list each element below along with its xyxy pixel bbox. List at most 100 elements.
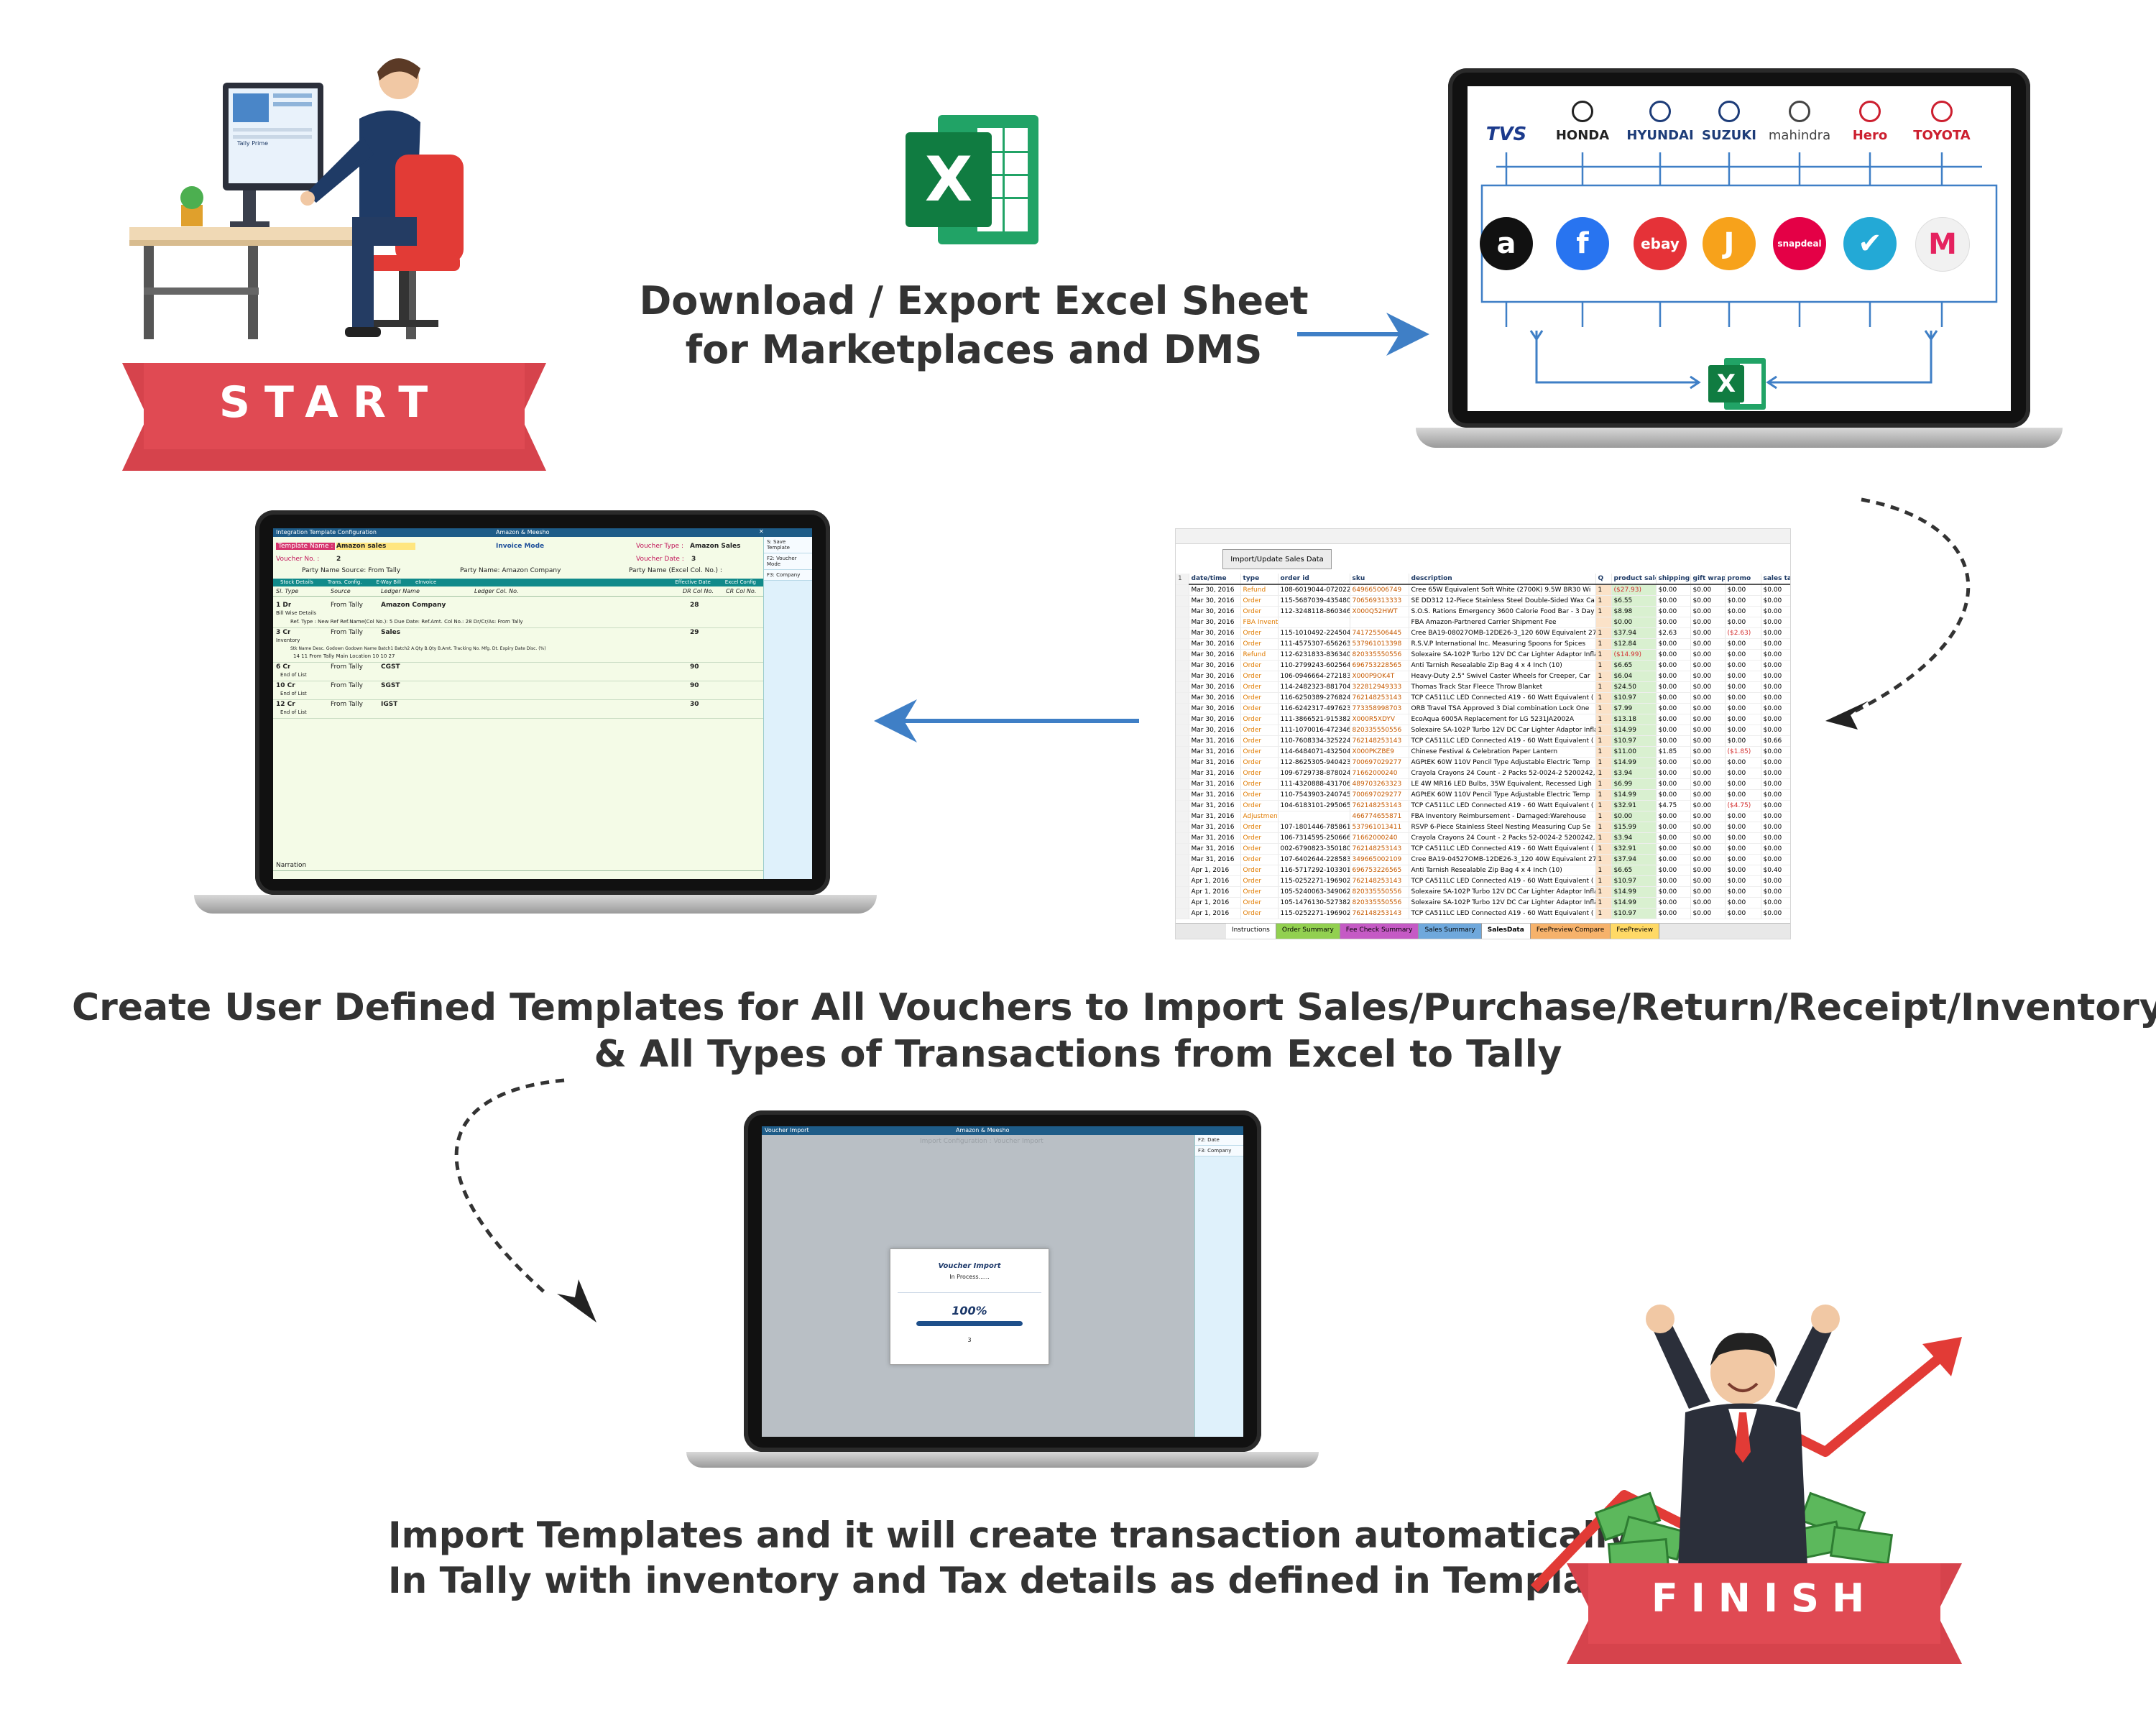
table-cell[interactable]: Refund <box>1240 584 1279 596</box>
table-cell[interactable]: Order <box>1240 832 1279 844</box>
table-cell[interactable]: Apr 1, 2016 <box>1189 875 1241 887</box>
table-cell[interactable]: Order <box>1240 606 1279 617</box>
sheet-tab[interactable]: Instructions <box>1226 924 1276 939</box>
table-cell[interactable]: 110-7608334-3252248 <box>1278 735 1350 747</box>
table-cell[interactable]: Refund <box>1240 649 1279 661</box>
table-cell[interactable]: Order <box>1240 875 1279 887</box>
table-cell[interactable]: Order <box>1240 897 1279 908</box>
table-cell[interactable]: 106-7314595-2506666 <box>1278 832 1350 844</box>
table-cell[interactable]: $14.99 <box>1611 789 1657 801</box>
table-cell[interactable]: $0.00 <box>1690 660 1726 671</box>
table-cell[interactable]: 104-6183101-2950657 <box>1278 800 1350 811</box>
table-cell[interactable]: $0.00 <box>1656 617 1691 628</box>
table-cell[interactable]: Cree BA19-08027OMB-12DE26-3_120 60W Equi… <box>1409 627 1596 639</box>
table-cell[interactable]: $0.00 <box>1725 714 1761 725</box>
table-cell[interactable]: $0.00 <box>1656 875 1691 887</box>
table-cell[interactable]: $0.00 <box>1761 822 1790 833</box>
table-cell[interactable]: 762148253143 <box>1350 875 1409 887</box>
table-cell[interactable]: 1 <box>1595 886 1612 898</box>
table-cell[interactable]: AGPtEK 60W 110V Pencil Type Adjustable E… <box>1409 757 1596 768</box>
table-cell[interactable]: $0.00 <box>1656 778 1691 790</box>
table-cell[interactable]: Mar 31, 2016 <box>1189 854 1241 865</box>
table-cell[interactable]: Order <box>1240 692 1279 704</box>
table-cell[interactable]: ($27.93) <box>1611 584 1657 596</box>
table-cell[interactable]: $0.00 <box>1725 865 1761 876</box>
table-cell[interactable]: 1 <box>1595 843 1612 855</box>
table-cell[interactable]: ($2.63) <box>1725 627 1761 639</box>
table-cell[interactable]: 108-6019044-0720227 <box>1278 584 1350 596</box>
table-cell[interactable]: $14.99 <box>1611 757 1657 768</box>
table-cell[interactable]: 110-7543903-2407459 <box>1278 789 1350 801</box>
table-cell[interactable]: 762148253143 <box>1350 843 1409 855</box>
table-cell[interactable]: Mar 31, 2016 <box>1189 746 1241 758</box>
config-tab[interactable]: eInvoice <box>415 579 437 585</box>
table-cell[interactable]: $0.00 <box>1725 617 1761 628</box>
table-cell[interactable]: $0.00 <box>1656 757 1691 768</box>
side-button[interactable]: F3: Company <box>1195 1146 1243 1156</box>
template-name-field[interactable]: Amazon sales <box>336 543 415 550</box>
table-cell[interactable]: 1 <box>1595 660 1612 671</box>
table-cell[interactable]: 773358998703 <box>1350 703 1409 714</box>
table-cell[interactable]: 1 <box>1595 746 1612 758</box>
table-cell[interactable]: 1 <box>1595 768 1612 779</box>
table-cell[interactable]: $24.50 <box>1611 681 1657 693</box>
table-cell[interactable]: 107-6402644-2285836 <box>1278 854 1350 865</box>
table-cell[interactable]: 1 <box>1595 627 1612 639</box>
table-cell[interactable]: 1 <box>1595 854 1612 865</box>
sheet-tab[interactable]: FeePreview Compare <box>1530 924 1611 939</box>
table-cell[interactable]: Chinese Festival & Celebration Paper Lan… <box>1409 746 1596 758</box>
table-cell[interactable]: $0.00 <box>1656 854 1691 865</box>
table-cell[interactable]: $6.65 <box>1611 865 1657 876</box>
table-cell[interactable]: $0.00 <box>1725 735 1761 747</box>
table-cell[interactable]: Order <box>1240 671 1279 682</box>
table-cell[interactable]: Anti Tarnish Resealable Zip Bag 4 x 4 In… <box>1409 660 1596 671</box>
table-cell[interactable]: $0.00 <box>1690 606 1726 617</box>
table-cell[interactable]: 820335550556 <box>1350 897 1409 908</box>
table-cell[interactable]: $0.00 <box>1690 757 1726 768</box>
table-cell[interactable]: $0.00 <box>1690 746 1726 758</box>
table-cell[interactable]: 111-4575307-6562636 <box>1278 638 1350 650</box>
table-cell[interactable]: 820335550556 <box>1350 886 1409 898</box>
table-cell[interactable]: $0.00 <box>1725 897 1761 908</box>
table-cell[interactable]: 71662000240 <box>1350 832 1409 844</box>
table-cell[interactable]: 537961013411 <box>1350 822 1409 833</box>
table-cell[interactable]: $0.00 <box>1725 789 1761 801</box>
table-cell[interactable]: Solexaire SA-102P Turbo 12V DC Car Light… <box>1409 897 1596 908</box>
table-cell[interactable]: $0.00 <box>1761 843 1790 855</box>
table-cell[interactable]: $0.00 <box>1761 671 1790 682</box>
table-cell[interactable]: $0.00 <box>1656 843 1691 855</box>
table-cell[interactable]: X000P9OK4T <box>1350 671 1409 682</box>
table-cell[interactable]: 105-1476130-5273822 <box>1278 897 1350 908</box>
table-cell[interactable]: $32.91 <box>1611 800 1657 811</box>
table-cell[interactable]: $0.00 <box>1656 724 1691 736</box>
table-cell[interactable]: $0.00 <box>1690 897 1726 908</box>
voucher-date-value[interactable]: 3 <box>691 556 696 563</box>
table-cell[interactable]: $0.00 <box>1725 768 1761 779</box>
table-cell[interactable]: 116-6242317-4976231 <box>1278 703 1350 714</box>
table-cell[interactable]: 1 <box>1595 606 1612 617</box>
table-cell[interactable]: $0.00 <box>1690 692 1726 704</box>
table-cell[interactable]: 696753228565 <box>1350 660 1409 671</box>
table-cell[interactable]: FBA Inventory Reimbursement - Damaged:Wa… <box>1409 811 1596 822</box>
table-cell[interactable]: 466774655871 <box>1350 811 1409 822</box>
table-cell[interactable]: 115-1010492-2245045 <box>1278 627 1350 639</box>
table-cell[interactable]: 741725506445 <box>1350 627 1409 639</box>
table-cell[interactable]: $0.00 <box>1761 584 1790 596</box>
sheet-header-cell[interactable]: shipping <box>1656 574 1691 585</box>
table-cell[interactable]: 1 <box>1595 800 1612 811</box>
table-cell[interactable]: 115-5687039-4354804 <box>1278 595 1350 607</box>
table-cell[interactable]: $0.00 <box>1656 638 1691 650</box>
table-cell[interactable]: $0.00 <box>1761 649 1790 661</box>
table-cell[interactable]: 112-6231833-8363402 <box>1278 649 1350 661</box>
table-cell[interactable]: 111-1070016-4723461 <box>1278 724 1350 736</box>
table-cell[interactable]: $0.00 <box>1761 811 1790 822</box>
table-cell[interactable]: 1 <box>1595 692 1612 704</box>
table-cell[interactable]: $0.00 <box>1690 714 1726 725</box>
table-cell[interactable]: ORB Travel TSA Approved 3 Dial combinati… <box>1409 703 1596 714</box>
table-cell[interactable]: $7.99 <box>1611 703 1657 714</box>
table-cell[interactable]: $0.00 <box>1656 606 1691 617</box>
config-tab[interactable]: E-Way Bill <box>376 579 401 585</box>
table-cell[interactable]: Apr 1, 2016 <box>1189 897 1241 908</box>
table-cell[interactable]: $0.00 <box>1656 584 1691 596</box>
table-cell[interactable]: 537961013398 <box>1350 638 1409 650</box>
